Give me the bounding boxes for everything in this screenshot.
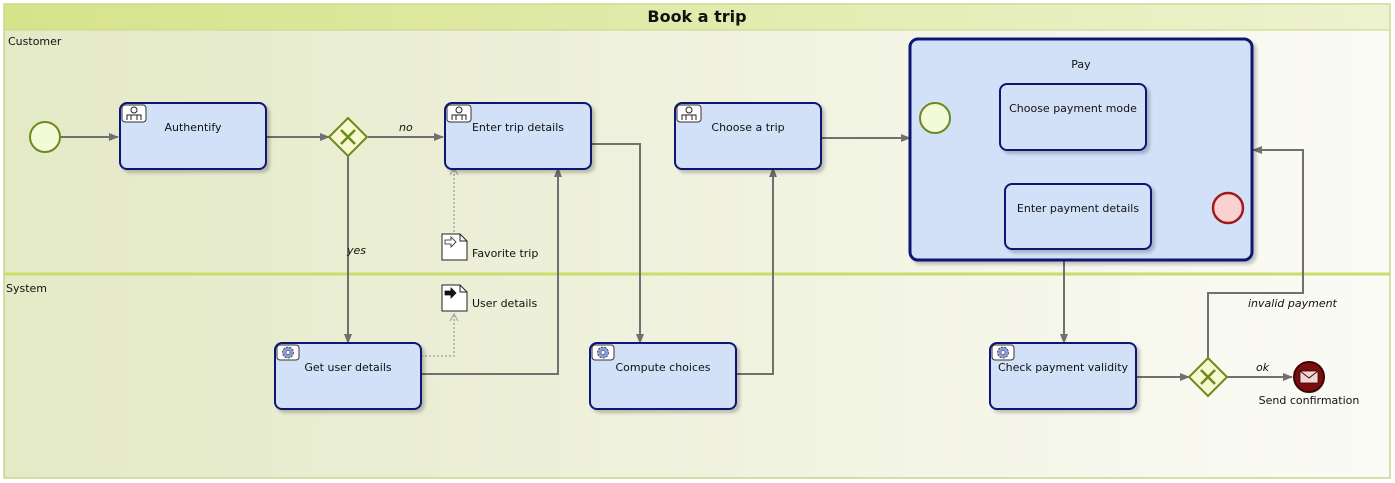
- data-object-user-details[interactable]: User details: [441, 284, 537, 312]
- task-choose-payment-mode[interactable]: Choose payment mode: [999, 83, 1147, 151]
- flow-compute-to-choose: [735, 167, 777, 375]
- user-task-icon: [446, 104, 472, 123]
- subprocess-pay[interactable]: Pay Choose payment mode Enter payment de…: [908, 37, 1254, 262]
- flow-label-yes: yes: [346, 244, 366, 257]
- lane-system: System: [6, 282, 47, 295]
- user-task-icon: [121, 104, 147, 123]
- task-enter-payment-details[interactable]: Enter payment details: [1004, 183, 1152, 250]
- task-label: Enter payment details: [1017, 202, 1139, 215]
- data-object-label: User details: [472, 297, 537, 310]
- task-label: Choose a trip: [711, 121, 784, 134]
- task-check-payment-validity[interactable]: Check payment validity: [989, 342, 1137, 410]
- start-event[interactable]: [29, 121, 61, 153]
- flow-label-ok: ok: [1256, 361, 1270, 374]
- lane-label-system: System: [6, 282, 47, 295]
- gear-icon: [991, 344, 1015, 361]
- data-object-favorite-trip[interactable]: Favorite trip: [441, 233, 538, 261]
- data-object-label: Favorite trip: [472, 247, 538, 260]
- sequence-flows: [60, 113, 1304, 381]
- flow-user-details-to-enter-trip: [421, 167, 562, 375]
- task-compute-choices[interactable]: Compute choices: [589, 342, 737, 410]
- flow-label-no: no: [399, 121, 413, 134]
- end-event-send-confirmation[interactable]: Send confirmation: [1259, 361, 1360, 407]
- pool-title: Book a trip: [647, 7, 746, 26]
- task-label: Enter trip details: [472, 121, 564, 134]
- task-label: Choose payment mode: [1009, 102, 1137, 115]
- task-get-user-details[interactable]: Get user details: [274, 342, 422, 410]
- envelope-icon: [1299, 370, 1319, 384]
- task-label: Check payment validity: [998, 361, 1129, 374]
- flow-enter-trip-to-compute: [590, 143, 644, 344]
- association-user-details: [421, 312, 459, 357]
- flow-label-invalid-payment: invalid payment: [1248, 297, 1338, 310]
- task-enter-trip-details[interactable]: Enter trip details: [444, 102, 592, 170]
- x-icon: [1200, 369, 1216, 385]
- lane-customer: Customer: [8, 35, 62, 48]
- gear-icon: [276, 344, 300, 361]
- task-authentify[interactable]: Authentify: [119, 102, 267, 170]
- data-input-icon: [444, 236, 457, 248]
- gear-icon: [591, 344, 615, 361]
- user-task-icon: [676, 104, 702, 123]
- task-label: Compute choices: [615, 361, 710, 374]
- subprocess-title: Pay: [1071, 58, 1091, 71]
- flow-invalid-payment: [1207, 146, 1304, 358]
- subprocess-end-event[interactable]: [1211, 191, 1245, 225]
- exclusive-gateway-authenticated[interactable]: [327, 116, 369, 158]
- end-event-label: Send confirmation: [1259, 394, 1360, 407]
- task-label: Get user details: [304, 361, 392, 374]
- lane-label-customer: Customer: [8, 35, 62, 48]
- subprocess-start-event[interactable]: [919, 102, 951, 134]
- task-label: Authentify: [164, 121, 222, 134]
- x-icon: [340, 129, 356, 145]
- exclusive-gateway-payment[interactable]: [1187, 356, 1229, 398]
- task-choose-a-trip[interactable]: Choose a trip: [674, 102, 822, 170]
- data-output-icon: [444, 287, 457, 299]
